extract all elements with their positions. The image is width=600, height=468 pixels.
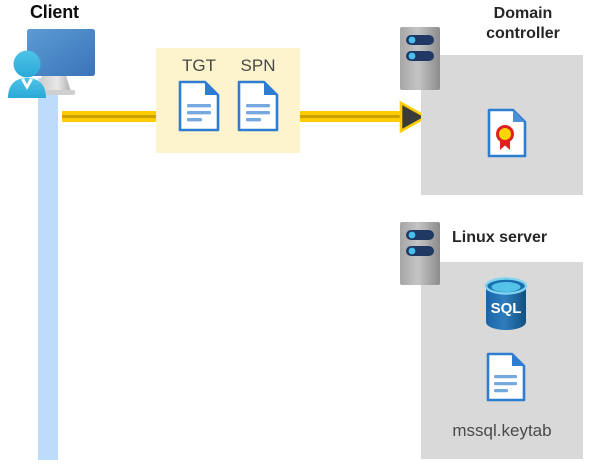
linux-server-icon [400, 222, 440, 285]
token-message-box: TGT SPN [156, 48, 300, 153]
domain-controller-title-line1: Domain [493, 5, 553, 22]
keytab-filename-label: mssql.keytab [452, 421, 552, 440]
linux-server-title: Linux server [452, 229, 548, 246]
certificate-document-icon [487, 108, 527, 158]
auth-request-arrow-head [399, 100, 429, 134]
domain-controller-title-line2: controller [486, 25, 560, 43]
sql-label: SQL [491, 300, 522, 317]
keytab-document-icon [486, 352, 526, 402]
domain-controller-title: Domain controller [448, 4, 598, 45]
tgt-label: TGT [182, 56, 216, 75]
client-title: Client [30, 2, 79, 22]
tgt-document-icon [178, 80, 220, 132]
domain-controller-server-icon [400, 27, 440, 90]
spn-document-icon [237, 80, 279, 132]
client-lifeline [38, 78, 58, 460]
client-computer-icon [5, 26, 97, 98]
sql-database-icon: SQL [483, 277, 529, 331]
spn-label: SPN [240, 56, 276, 75]
